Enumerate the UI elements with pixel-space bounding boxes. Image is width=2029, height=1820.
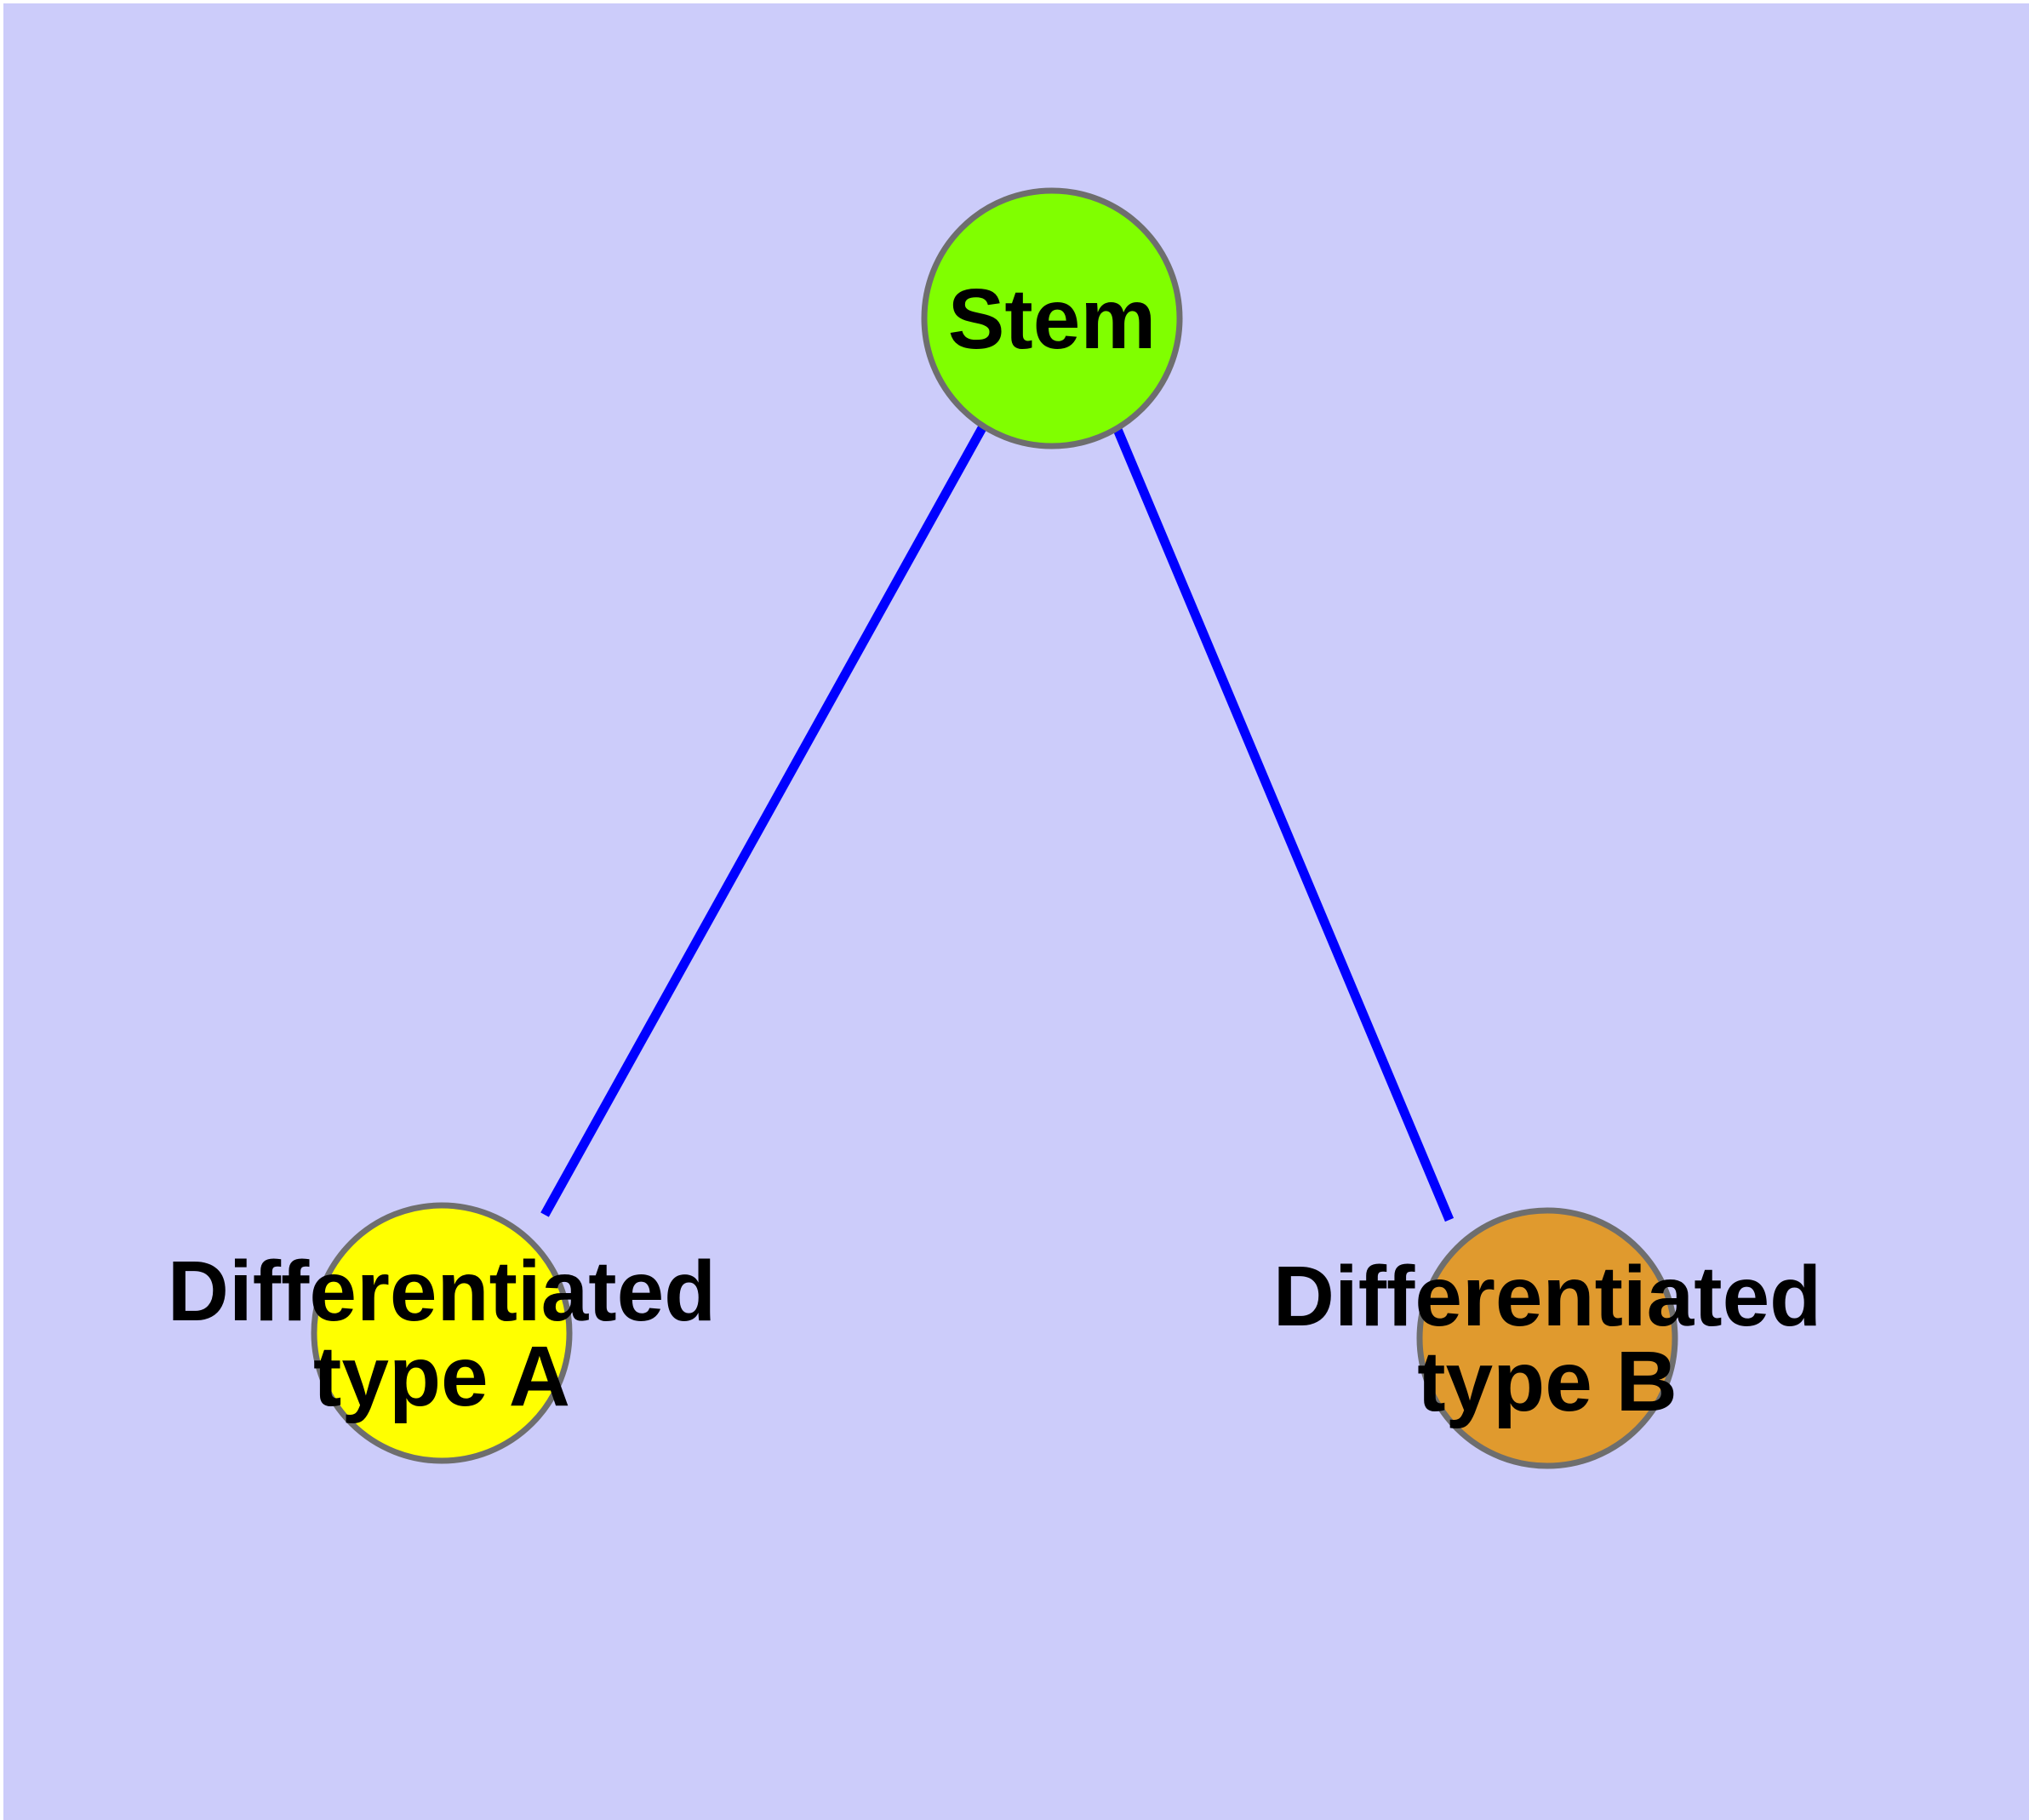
node-label-line: Differentiated — [1273, 1249, 1822, 1344]
node-label-line: type A — [313, 1329, 570, 1424]
node-label-line: Stem — [948, 272, 1157, 367]
edge-stem-to-diff-a[interactable] — [540, 424, 987, 1217]
node-label-stem: Stem — [948, 272, 1157, 367]
node-label-line: Differentiated — [168, 1244, 717, 1339]
node-differentiated-type-a[interactable] — [311, 1202, 573, 1464]
node-stem[interactable] — [921, 187, 1183, 449]
node-label-line: type B — [1417, 1334, 1677, 1429]
edge-layer — [540, 424, 1455, 1222]
node-layer — [311, 187, 1678, 1469]
edge-stem-to-diff-b[interactable] — [1112, 425, 1455, 1222]
node-differentiated-type-b[interactable] — [1416, 1207, 1678, 1469]
